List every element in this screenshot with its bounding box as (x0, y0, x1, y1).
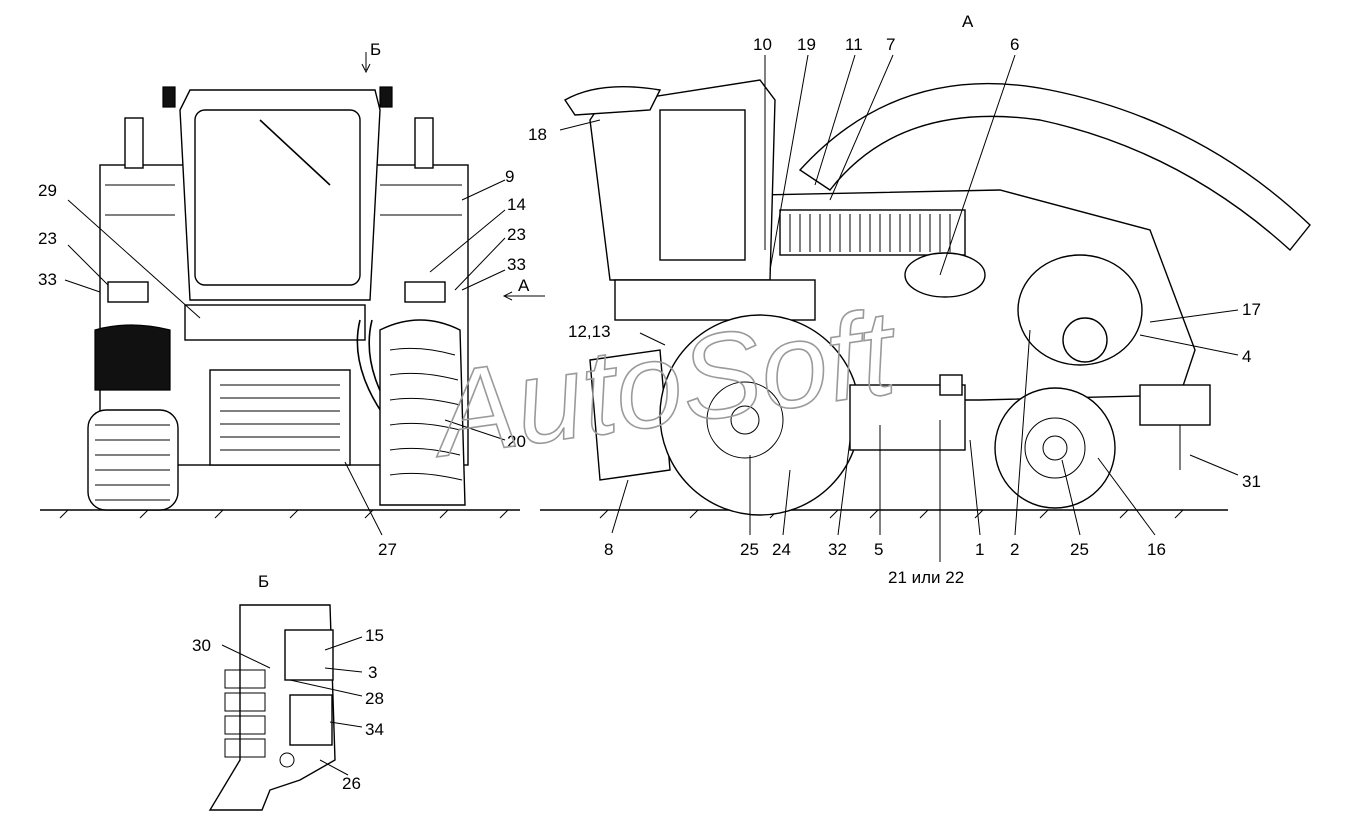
front-view-marker: Б (370, 40, 381, 59)
front-ground-hatching (59, 509, 509, 519)
label-7: 7 (886, 35, 895, 54)
label-17: 17 (1242, 300, 1261, 319)
label-31: 31 (1242, 472, 1261, 491)
label-10: 10 (753, 35, 772, 54)
side-view: А (528, 12, 1311, 587)
label-14: 14 (507, 195, 526, 214)
side-tank (849, 384, 966, 451)
view-b-arrowhead (361, 63, 371, 74)
label-25-front: 25 (740, 540, 759, 559)
label-34: 34 (365, 720, 384, 739)
cab-window (659, 109, 746, 261)
label-12-13: 12,13 (568, 322, 611, 341)
label-5: 5 (874, 540, 883, 559)
front-header-unit (209, 369, 351, 466)
label-1: 1 (975, 540, 984, 559)
front-tank (94, 324, 171, 391)
label-33-left: 33 (38, 270, 57, 289)
right-headlight (404, 281, 446, 303)
side-ground-hatching (599, 509, 1184, 519)
detail-upper-box (284, 629, 334, 681)
detail-hitch-ring (279, 752, 295, 768)
label-30: 30 (192, 636, 211, 655)
side-header (589, 349, 671, 481)
label-29: 29 (38, 181, 57, 200)
side-access-hatch (904, 252, 986, 298)
right-beacon (379, 86, 393, 108)
label-27: 27 (378, 540, 397, 559)
label-8: 8 (604, 540, 613, 559)
label-18: 18 (528, 125, 547, 144)
rear-wheel-hub (1042, 435, 1068, 461)
front-wheel-hub (730, 405, 760, 435)
discharge-spout (798, 82, 1311, 252)
engine-block-outline (1017, 254, 1143, 366)
label-4: 4 (1242, 347, 1251, 366)
label-20: 20 (507, 432, 526, 451)
cab-base (614, 279, 816, 321)
rear-wheel-rim (1024, 417, 1086, 479)
front-right-tread (389, 347, 463, 481)
left-beacon (162, 86, 176, 108)
front-railings (105, 184, 462, 216)
detail-view-title: Б (258, 572, 269, 591)
label-32: 32 (828, 540, 847, 559)
grille-slats (789, 214, 951, 252)
label-33-right: 33 (507, 255, 526, 274)
engine-pulley (1062, 317, 1108, 363)
detail-steps (224, 669, 266, 758)
front-wheel-rim (706, 381, 784, 459)
label-16: 16 (1147, 540, 1166, 559)
detail-leader-lines (221, 636, 363, 776)
detail-lower-box (289, 694, 333, 746)
front-panel (184, 304, 366, 341)
view-a-arrowhead (502, 291, 513, 301)
left-headlight (107, 281, 149, 303)
front-right-wheel (379, 319, 466, 506)
engine-grille (779, 209, 966, 256)
front-left-tread (95, 424, 170, 501)
left-mirror (124, 117, 144, 169)
label-9: 9 (505, 167, 514, 186)
label-23-left: 23 (38, 229, 57, 248)
label-15: 15 (365, 626, 384, 645)
front-leader-lines (64, 179, 506, 536)
label-21-or-22: 21 или 22 (888, 568, 964, 587)
front-windshield (194, 109, 361, 286)
label-19: 19 (797, 35, 816, 54)
front-view: Б (38, 40, 545, 559)
wiper (259, 119, 331, 186)
detail-view-b: Б 15 3 28 34 30 26 (192, 572, 384, 811)
label-28: 28 (365, 689, 384, 708)
label-6: 6 (1010, 35, 1019, 54)
label-25-rear: 25 (1070, 540, 1089, 559)
right-mirror (414, 117, 434, 169)
tank-cap (939, 374, 963, 396)
front-header-slats (220, 384, 340, 451)
label-23-right: 23 (507, 225, 526, 244)
rear-wheel (994, 387, 1116, 509)
label-26: 26 (342, 774, 361, 793)
label-2: 2 (1010, 540, 1019, 559)
label-3: 3 (368, 663, 377, 682)
label-11: 11 (845, 35, 863, 54)
rear-hitch (1139, 384, 1211, 426)
view-a-side-marker: А (518, 276, 530, 295)
side-view-title: А (962, 12, 974, 31)
label-24: 24 (772, 540, 791, 559)
side-leader-lines (559, 54, 1239, 562)
cab-roof (564, 86, 662, 116)
